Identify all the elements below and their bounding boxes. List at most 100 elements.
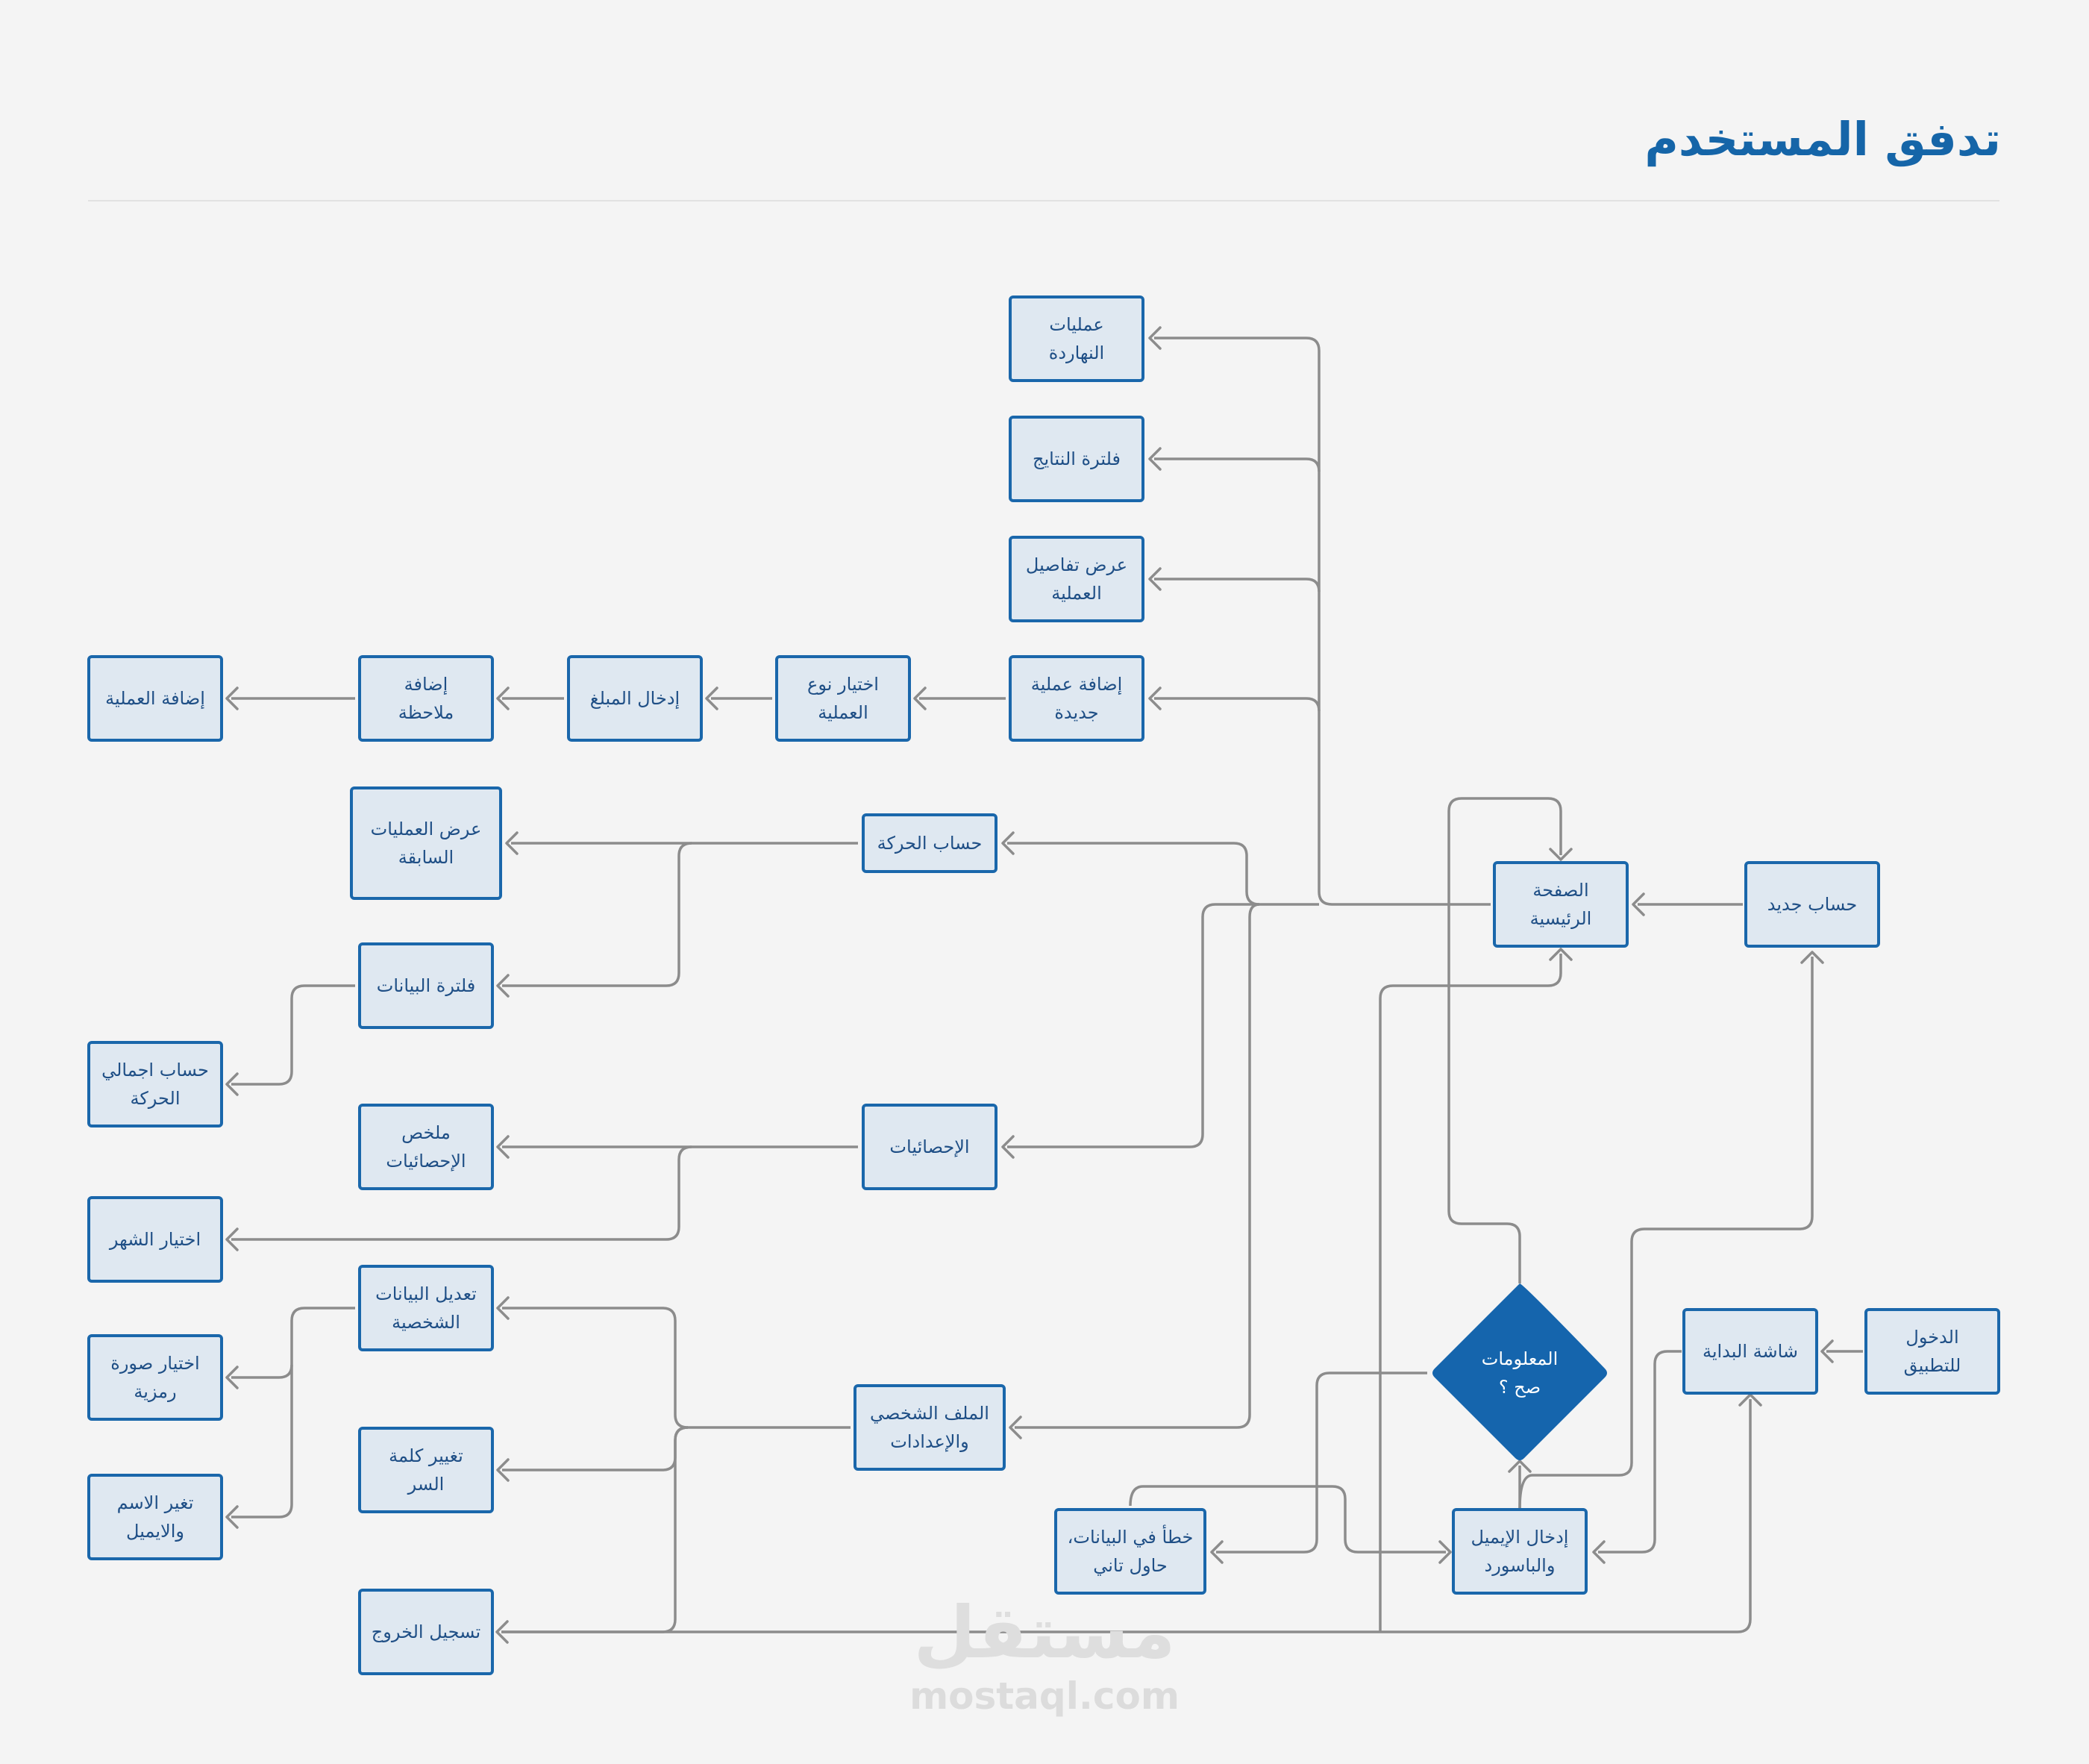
connector-home-to-profile bbox=[1015, 903, 1260, 1429]
connector-profile-to-edit bbox=[502, 1307, 851, 1429]
connector-home-to-new-op bbox=[1154, 697, 1321, 712]
node-label-line: السابقة bbox=[398, 847, 454, 868]
title-divider bbox=[88, 200, 1999, 201]
node-label-line: إدخال المبلغ bbox=[590, 688, 680, 710]
node-statistics: الإحصائيات bbox=[862, 1104, 997, 1190]
connector-logout-to-splash bbox=[501, 1399, 1752, 1633]
node-account-activity: حساب الحركة bbox=[862, 813, 997, 873]
watermark: مستقل mostaql.com bbox=[895, 1597, 1194, 1718]
arrowhead-icon bbox=[225, 1505, 239, 1529]
node-box bbox=[350, 786, 502, 900]
connector-stats-to-month bbox=[231, 1145, 692, 1241]
node-label-line: جديدة bbox=[1054, 702, 1098, 723]
node-box bbox=[87, 655, 223, 742]
connector-profile-to-logout bbox=[501, 1426, 689, 1633]
arrowhead-icon bbox=[1592, 1540, 1606, 1564]
arrowhead-icon bbox=[1549, 848, 1573, 861]
node-box bbox=[358, 942, 494, 1029]
node-box bbox=[1054, 1508, 1206, 1595]
arrowhead-icon bbox=[913, 686, 927, 710]
node-label-line: حاول تاني bbox=[1093, 1555, 1167, 1576]
node-label-line: شاشة البداية bbox=[1703, 1341, 1798, 1362]
node-label-line: ملاحظة bbox=[398, 702, 454, 723]
connector-decision-no-to-error bbox=[1216, 1372, 1427, 1554]
watermark-url: mostaql.com bbox=[909, 1674, 1180, 1718]
node-box bbox=[567, 655, 703, 742]
arrowhead-icon bbox=[225, 1366, 239, 1389]
arrowhead-icon bbox=[1508, 1460, 1532, 1473]
arrowhead-icon bbox=[225, 686, 239, 710]
node-box bbox=[1452, 1508, 1588, 1595]
node-label-line: عرض العمليات bbox=[371, 819, 482, 839]
node-box bbox=[358, 1265, 494, 1351]
node-label-line: إضافة العملية bbox=[105, 688, 205, 710]
node-label-line: حساب اجمالي bbox=[101, 1060, 209, 1080]
connector-activity-to-filter-data bbox=[502, 842, 692, 987]
node-label-line: تعديل البيانات bbox=[375, 1283, 477, 1304]
node-label-line: عرض تفاصيل bbox=[1026, 554, 1127, 575]
node-label-line: النهاردة bbox=[1049, 343, 1104, 363]
node-prev-ops: عرض العمليات السابقة bbox=[350, 786, 502, 900]
arrowhead-icon bbox=[1148, 447, 1162, 471]
node-box bbox=[854, 1384, 1006, 1471]
connector-home-trunk bbox=[1154, 337, 1491, 906]
connector-logout-to-home bbox=[1379, 954, 1562, 1632]
connector-filter-data-to-total bbox=[231, 984, 355, 1086]
connector-home-to-op-details bbox=[1154, 578, 1321, 592]
node-box bbox=[87, 1474, 223, 1560]
node-splash-screen: شاشة البداية bbox=[1682, 1308, 1818, 1395]
connector-credentials-to-new-account bbox=[1518, 957, 1814, 1510]
node-label-line: تغير الاسم bbox=[117, 1492, 194, 1513]
node-label-line: الرئيسية bbox=[1530, 908, 1592, 929]
node-logout: تسجيل الخروج bbox=[358, 1589, 494, 1675]
arrowhead-icon bbox=[1009, 1416, 1022, 1439]
arrowhead-icon bbox=[1001, 1135, 1015, 1159]
arrowhead-icon bbox=[1001, 831, 1015, 855]
node-box bbox=[1009, 655, 1144, 742]
node-box bbox=[358, 1427, 494, 1513]
connector-error-to-credentials bbox=[1129, 1485, 1446, 1554]
arrowhead-icon bbox=[1549, 948, 1573, 961]
node-label-line: الصفحة bbox=[1532, 880, 1588, 901]
node-label-line: تغيير كلمة bbox=[389, 1445, 463, 1466]
node-label-line: خطأ في البيانات، bbox=[1068, 1524, 1194, 1548]
decision-diamond bbox=[1432, 1283, 1607, 1460]
node-box bbox=[358, 1104, 494, 1190]
node-box bbox=[1009, 536, 1144, 622]
node-enter-amount: إدخال المبلغ bbox=[567, 655, 703, 742]
node-box bbox=[1009, 295, 1144, 382]
node-label-line: اختيار صورة bbox=[110, 1353, 199, 1374]
node-add-op: إضافة العملية bbox=[87, 655, 223, 742]
node-home-page: الصفحة الرئيسية bbox=[1493, 861, 1629, 948]
node-label-line: اختيار نوع bbox=[807, 674, 879, 695]
node-label-line: الإحصائيات bbox=[386, 1151, 466, 1172]
node-label-line: السر bbox=[407, 1474, 445, 1495]
arrowhead-icon bbox=[1438, 1540, 1452, 1564]
node-label-line: اختيار الشهر bbox=[109, 1229, 201, 1250]
connectors bbox=[225, 326, 1863, 1644]
arrowhead-icon bbox=[496, 1296, 510, 1320]
arrowhead-icon bbox=[1148, 686, 1162, 710]
node-filter-data: فلترة البيانات bbox=[358, 942, 494, 1029]
node-label-line: الشخصية bbox=[392, 1312, 460, 1333]
node-label-line: المعلومات bbox=[1482, 1348, 1559, 1369]
node-filter-results: فلترة النتايج bbox=[1009, 416, 1144, 502]
arrowhead-icon bbox=[225, 1072, 239, 1096]
node-box bbox=[87, 1196, 223, 1283]
node-box bbox=[775, 655, 911, 742]
arrowhead-icon bbox=[496, 1458, 510, 1482]
node-label-line: والباسورد bbox=[1485, 1555, 1556, 1576]
arrowhead-icon bbox=[505, 831, 519, 855]
arrowhead-icon bbox=[1210, 1540, 1224, 1564]
